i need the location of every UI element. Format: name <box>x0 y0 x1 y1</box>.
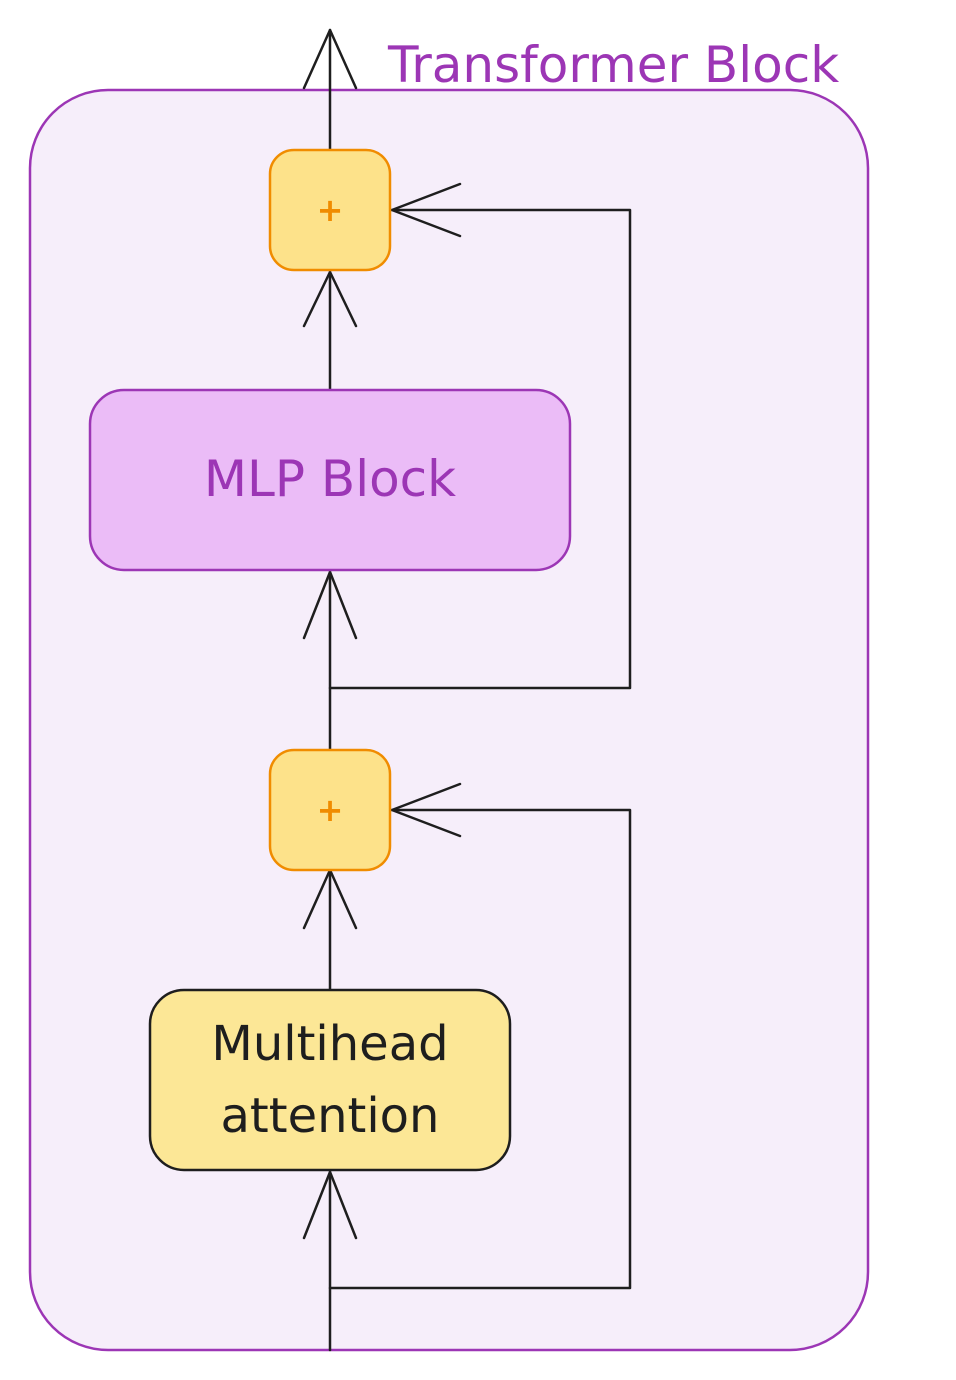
add-top-input-arrowhead <box>302 270 358 328</box>
attention-label-line2: attention <box>221 1088 440 1144</box>
mlp-block-label: MLP Block <box>204 450 456 508</box>
residual-connection-2 <box>328 208 632 690</box>
attention-label-line1: Multihead <box>211 1016 448 1072</box>
diagram-title: Transformer Block <box>387 36 839 94</box>
mlp-block <box>88 388 572 572</box>
residual-1-arrowhead <box>390 782 462 838</box>
add-node-bottom-label: + <box>317 791 344 829</box>
add-node-top-label: + <box>317 191 344 229</box>
multihead-attention-block <box>148 988 512 1172</box>
residual-connection-1 <box>328 808 632 1290</box>
residual-2-arrowhead <box>390 182 462 238</box>
output-arrowhead <box>302 28 358 90</box>
attention-input-arrowhead <box>302 1170 358 1240</box>
mlp-input-arrowhead <box>302 570 358 640</box>
add-node-top <box>268 148 392 272</box>
add-node-bottom <box>268 748 392 872</box>
